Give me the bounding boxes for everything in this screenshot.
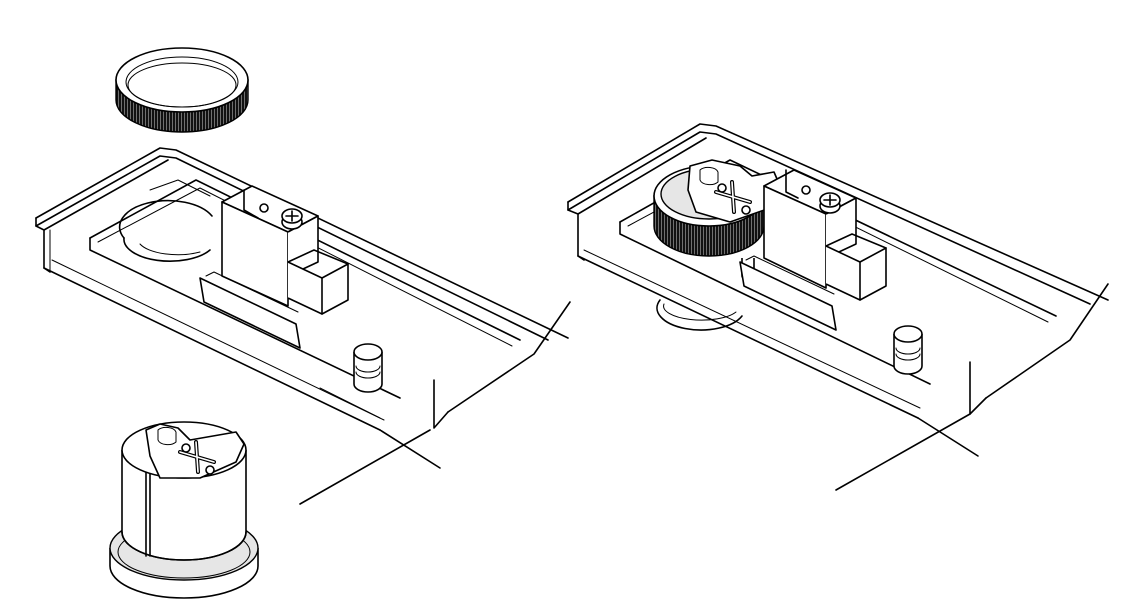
latch-block — [739, 169, 887, 331]
phillips-screw-icon — [281, 208, 303, 230]
rail-housing — [35, 147, 571, 505]
phillips-screw-icon — [714, 180, 752, 215]
phillips-screw-icon — [819, 192, 841, 214]
phillips-screw-icon — [178, 440, 216, 475]
left-panel — [35, 47, 571, 599]
cylinder-lock-icon — [109, 421, 259, 599]
pin — [353, 343, 383, 393]
knurled-ring — [115, 47, 249, 133]
pin — [893, 325, 923, 375]
rail-housing — [567, 123, 1109, 491]
right-panel — [567, 123, 1109, 491]
latch-block — [199, 185, 349, 349]
installed-cylinder — [653, 159, 781, 280]
